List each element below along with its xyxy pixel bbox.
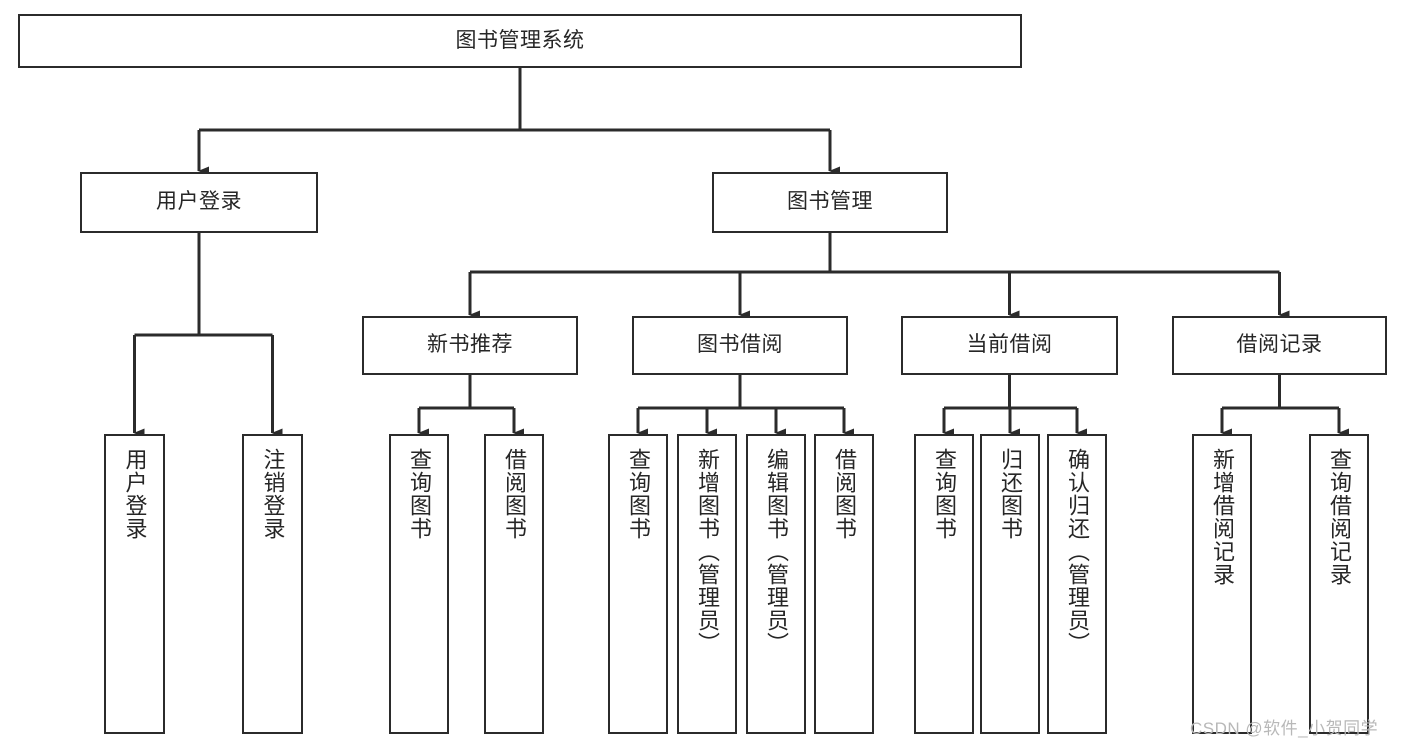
leaf-query-book[interactable]: 查询图书 (608, 434, 668, 734)
leaf-add-borrow-record[interactable]: 新增借阅记录 (1192, 434, 1252, 734)
leaf-add-book-admin-label: 新增图书（管理员） (694, 448, 720, 655)
leaf-logout[interactable]: 注销登录 (242, 434, 303, 734)
node-user-login-label: 用户登录 (156, 190, 242, 214)
node-user-login[interactable]: 用户登录 (80, 172, 318, 233)
leaf-confirm-return-admin-label: 确认归还（管理员） (1064, 448, 1090, 655)
leaf-edit-book-admin[interactable]: 编辑图书（管理员） (746, 434, 806, 734)
node-book-management-label: 图书管理 (787, 190, 873, 214)
leaf-query-book-current[interactable]: 查询图书 (914, 434, 974, 734)
leaf-borrow-book-label: 借阅图书 (831, 448, 857, 540)
leaf-return-book[interactable]: 归还图书 (980, 434, 1040, 734)
node-current-borrow[interactable]: 当前借阅 (901, 316, 1118, 375)
node-borrow-record-label: 借阅记录 (1236, 333, 1323, 357)
leaf-add-book-admin[interactable]: 新增图书（管理员） (677, 434, 737, 734)
node-new-book-recommend-label: 新书推荐 (427, 333, 513, 357)
node-borrow-record[interactable]: 借阅记录 (1172, 316, 1387, 375)
node-new-book-recommend[interactable]: 新书推荐 (362, 316, 578, 375)
leaf-query-borrow-record-label: 查询借阅记录 (1326, 448, 1352, 586)
node-current-borrow-label: 当前借阅 (966, 333, 1053, 357)
node-book-borrow[interactable]: 图书借阅 (632, 316, 848, 375)
leaf-query-book-recommend[interactable]: 查询图书 (389, 434, 449, 734)
node-book-management[interactable]: 图书管理 (712, 172, 948, 233)
leaf-borrow-book[interactable]: 借阅图书 (814, 434, 874, 734)
leaf-borrow-book-recommend[interactable]: 借阅图书 (484, 434, 544, 734)
leaf-query-book-recommend-label: 查询图书 (406, 448, 432, 540)
leaf-user-login[interactable]: 用户登录 (104, 434, 165, 734)
leaf-add-borrow-record-label: 新增借阅记录 (1209, 448, 1235, 586)
node-root[interactable]: 图书管理系统 (18, 14, 1022, 68)
leaf-borrow-book-recommend-label: 借阅图书 (501, 448, 527, 540)
leaf-user-login-label: 用户登录 (122, 448, 148, 540)
leaf-confirm-return-admin[interactable]: 确认归还（管理员） (1047, 434, 1107, 734)
leaf-edit-book-admin-label: 编辑图书（管理员） (763, 448, 789, 655)
leaf-query-borrow-record[interactable]: 查询借阅记录 (1309, 434, 1369, 734)
connector-group (133, 68, 1349, 438)
node-book-borrow-label: 图书借阅 (697, 333, 783, 357)
leaf-query-book-label: 查询图书 (625, 448, 651, 540)
leaf-return-book-label: 归还图书 (997, 448, 1023, 540)
node-root-label: 图书管理系统 (455, 28, 585, 52)
leaf-query-book-current-label: 查询图书 (931, 448, 957, 540)
leaf-logout-label: 注销登录 (260, 448, 286, 540)
